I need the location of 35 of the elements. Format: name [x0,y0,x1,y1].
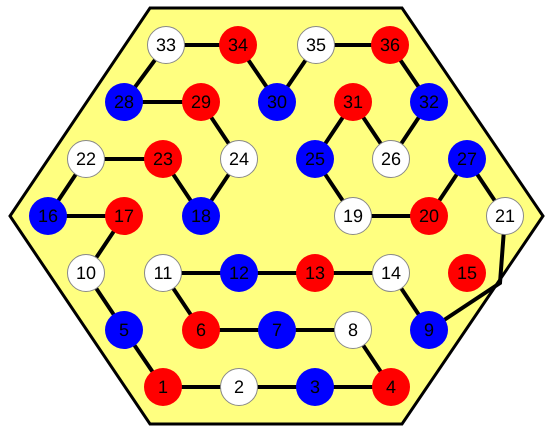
path-line [180,385,222,389]
path-line [172,286,192,316]
path-line [103,157,146,161]
path-line [210,116,230,146]
path-line [94,286,116,316]
path-line [400,116,420,146]
path-line [183,43,221,47]
path-line [294,328,336,332]
path-line [141,100,184,104]
path-line [65,214,107,218]
path-line [56,172,78,202]
path-line [324,172,344,202]
path-line [332,385,374,389]
path-line [442,232,506,322]
path-line [286,58,308,88]
path-line [133,58,157,89]
path-line [172,172,192,202]
path-line [370,214,412,218]
path-line [333,43,373,47]
path-line [94,230,116,260]
path-line [362,116,382,146]
path-line [476,172,496,202]
path-line [256,385,298,389]
path-line [210,172,230,202]
path-line [256,271,298,275]
path-line [180,271,222,275]
path-line [438,172,458,202]
path-line [332,271,374,275]
path-line [362,344,382,374]
path-line [400,286,420,316]
path-line [246,58,268,88]
path-line [398,58,420,88]
path-line [324,116,344,146]
path-line [218,328,260,332]
path-line [132,344,154,374]
